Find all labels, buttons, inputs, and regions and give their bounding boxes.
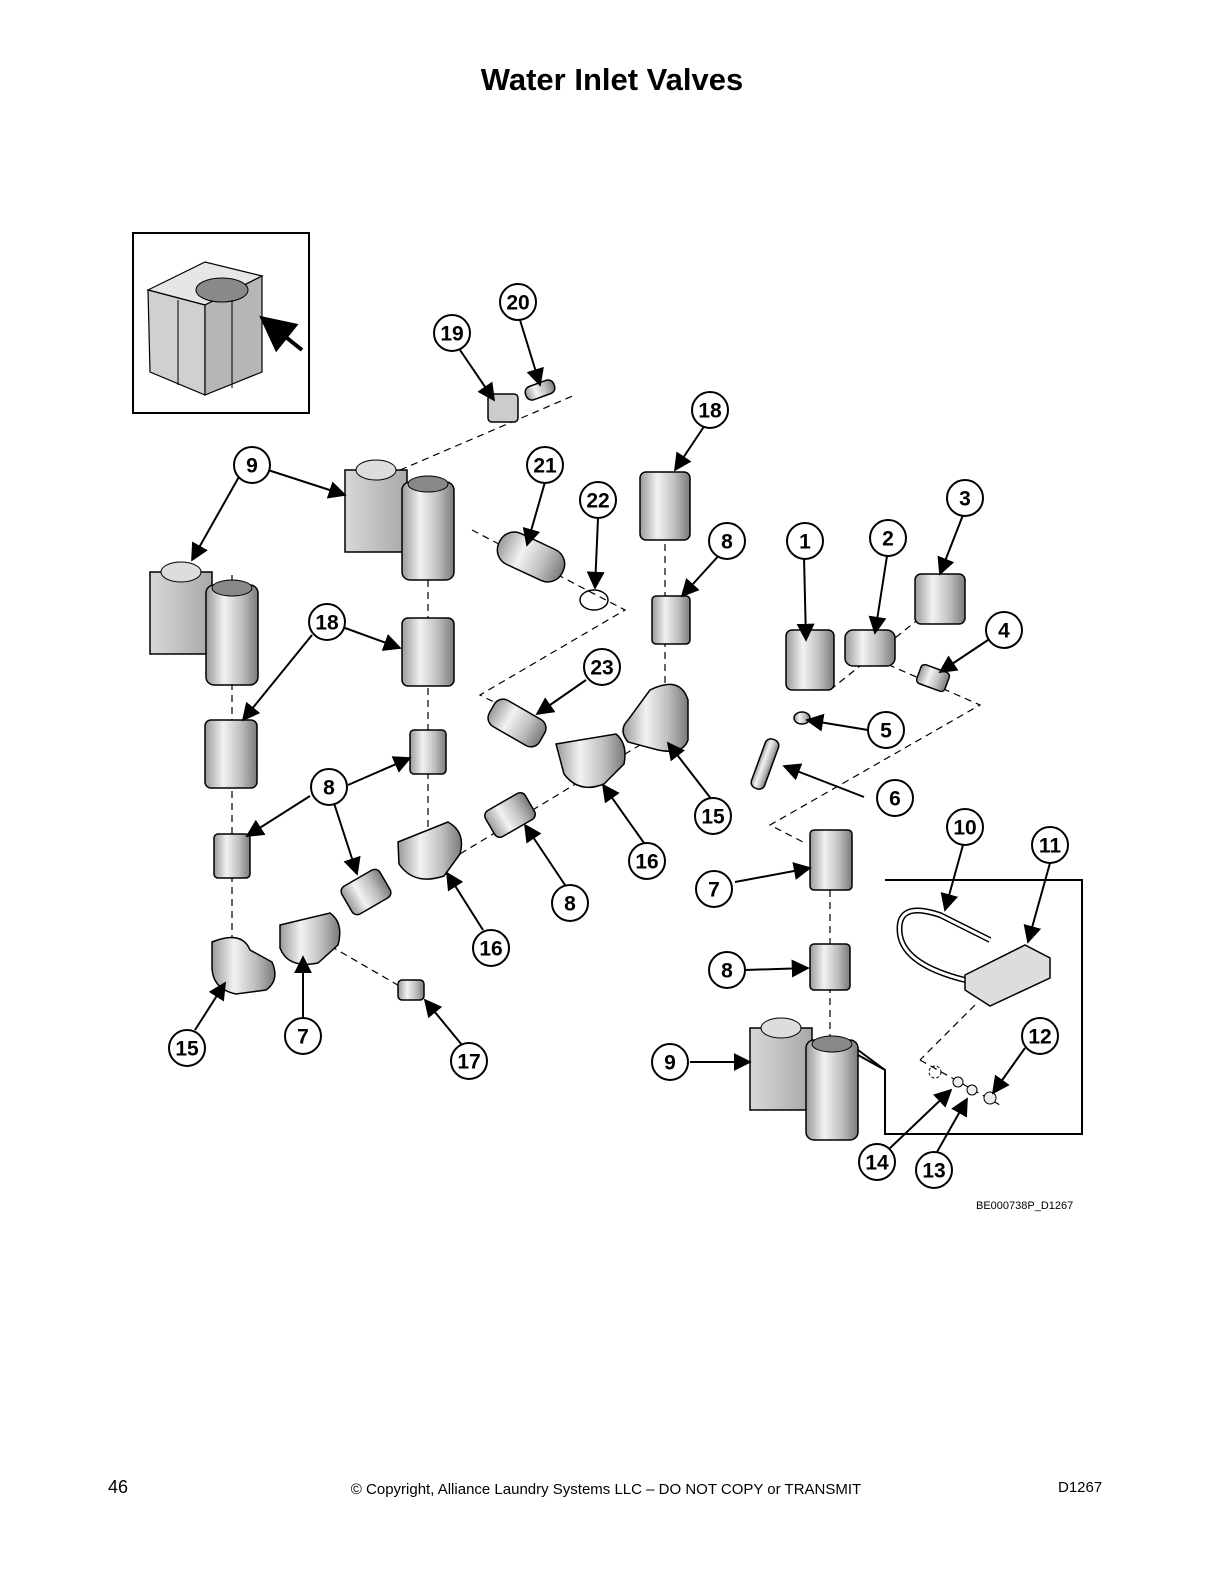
callout-label: 13 <box>922 1160 945 1183</box>
callout-label: 12 <box>1028 1026 1051 1049</box>
callout-label: 8 <box>564 893 576 916</box>
callout: 4 <box>985 611 1023 649</box>
callout: 5 <box>867 711 905 749</box>
callout-label: 4 <box>998 620 1010 643</box>
callout: 22 <box>579 481 617 519</box>
callout-label: 8 <box>721 960 733 983</box>
callout: 12 <box>1021 1017 1059 1055</box>
callout-label: 2 <box>882 528 894 551</box>
fittings <box>204 379 966 1001</box>
callout: 3 <box>946 479 984 517</box>
callout: 8 <box>310 768 348 806</box>
callout-label: 9 <box>246 455 258 478</box>
callout-label: 7 <box>708 879 720 902</box>
footer-copyright: © Copyright, Alliance Laundry Systems LL… <box>350 1481 862 1498</box>
leader-lines <box>191 319 1051 1153</box>
page-title: Water Inlet Valves <box>480 62 744 97</box>
callout: 14 <box>858 1143 896 1181</box>
callout: 7 <box>695 870 733 908</box>
callout: 11 <box>1031 826 1069 864</box>
callouts: 20 19 18 9 21 22 8 1 2 3 4 18 23 5 8 6 1… <box>168 283 1069 1189</box>
callout: 15 <box>168 1029 206 1067</box>
callout-label: 19 <box>440 323 463 346</box>
callout-label: 6 <box>889 788 901 811</box>
callout: 9 <box>233 446 271 484</box>
u-bolt-detail <box>857 879 1083 1135</box>
callout-label: 7 <box>297 1026 309 1049</box>
callout-label: 20 <box>506 292 529 315</box>
callout-label: 22 <box>586 490 609 513</box>
callout: 7 <box>284 1017 322 1055</box>
callout: 2 <box>869 519 907 557</box>
callout: 20 <box>499 283 537 321</box>
callout: 15 <box>694 797 732 835</box>
callout-label: 8 <box>721 531 733 554</box>
callout-label: 21 <box>533 455 557 478</box>
callout: 21 <box>526 446 564 484</box>
callout-label: 18 <box>315 612 339 635</box>
callout-label: 8 <box>323 777 335 800</box>
callout: 16 <box>628 842 666 880</box>
drawing-id: BE000738P_D1267 <box>976 1200 1074 1212</box>
callout: 10 <box>946 808 984 846</box>
callout: 18 <box>691 391 729 429</box>
callout-label: 9 <box>664 1052 676 1075</box>
callout-label: 17 <box>457 1051 480 1074</box>
callout-label: 3 <box>959 488 971 511</box>
callout: 13 <box>915 1151 953 1189</box>
callout: 8 <box>708 522 746 560</box>
solenoid-valve-lower-right <box>749 1017 859 1141</box>
callout: 8 <box>708 951 746 989</box>
callout-label: 14 <box>865 1152 889 1175</box>
footer-doc-number: D1267 <box>1058 1479 1103 1496</box>
callout: 16 <box>472 929 510 967</box>
callout-label: 18 <box>698 400 722 423</box>
callout-label: 16 <box>635 851 658 874</box>
solenoid-valve-left <box>149 561 259 686</box>
callout-label: 23 <box>590 657 613 680</box>
callout: 9 <box>651 1043 689 1081</box>
footer-page-number: 46 <box>108 1477 129 1497</box>
callout: 23 <box>583 648 621 686</box>
callout: 17 <box>450 1042 488 1080</box>
callout-label: 16 <box>479 938 502 961</box>
callout: 1 <box>786 522 824 560</box>
callout-label: 1 <box>799 531 811 554</box>
callout: 18 <box>308 603 346 641</box>
callout-label: 15 <box>701 806 725 829</box>
callout-label: 11 <box>1039 835 1062 858</box>
callout-label: 10 <box>953 817 976 840</box>
callout: 8 <box>551 884 589 922</box>
callout-label: 15 <box>175 1038 199 1061</box>
callout-label: 5 <box>880 720 892 743</box>
callout: 19 <box>433 314 471 352</box>
solenoid-valve-upper <box>344 459 455 581</box>
callout: 6 <box>876 779 914 817</box>
locator-inset <box>132 232 310 414</box>
